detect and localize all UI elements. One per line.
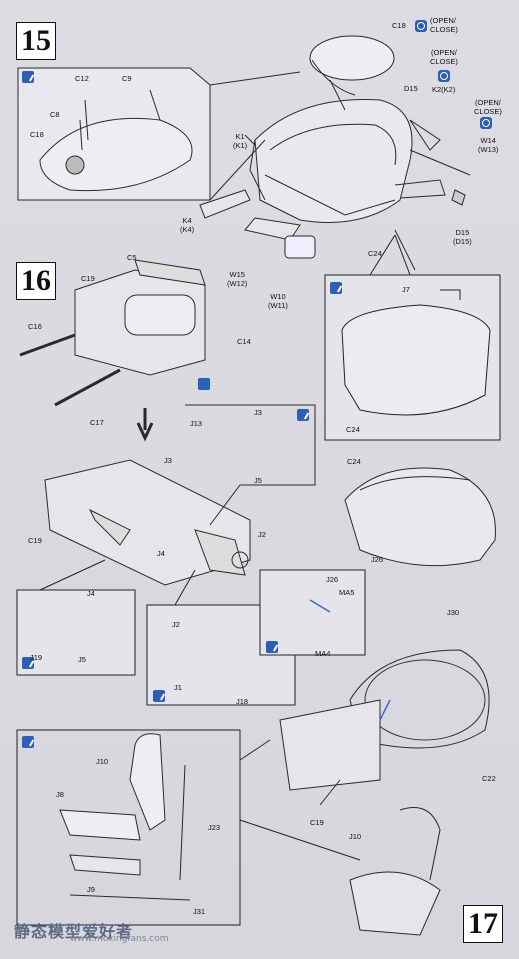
step-number-17: 17: [463, 905, 503, 943]
part-label-c16: C16: [28, 322, 42, 331]
glue-icon: [330, 282, 342, 294]
reference-icon: [198, 378, 210, 390]
part-label-j18: J18: [236, 697, 249, 706]
part-label-j10: J10: [349, 832, 362, 841]
part-label-j7: J7: [402, 285, 410, 294]
part-label-c22: C22: [482, 774, 496, 783]
part-label-j5: J5: [254, 476, 262, 485]
part-label-j2: J2: [258, 530, 266, 539]
part-label-c18: C18: [30, 130, 44, 139]
part-label-j3: J3: [164, 456, 172, 465]
glue-icon: [297, 409, 309, 421]
step-number-15: 15: [16, 22, 56, 60]
part-label-j1: J1: [174, 683, 182, 692]
part-label-j4: J4: [157, 549, 165, 558]
open-close-icon: [415, 20, 427, 32]
part-label-j26: J26: [371, 555, 384, 564]
glue-icon: [22, 657, 34, 669]
turret-hull-drawing: [199, 35, 471, 271]
part-label-d15: D15 (D15): [453, 228, 472, 246]
part-label-c19: C19: [310, 818, 324, 827]
part-label-c24: C24: [346, 425, 360, 434]
part-label-c9: C9: [122, 74, 132, 83]
open-close-icon: [438, 70, 450, 82]
open-close-icon: [480, 117, 492, 129]
part-label-c19: C19: [28, 536, 42, 545]
part-label-w14: W14 (W13): [478, 136, 499, 154]
part-label-w15: W15 (W12): [227, 270, 248, 288]
part-label-j23: J23: [208, 823, 221, 832]
part-label-c19: C19: [81, 274, 95, 283]
watermark-text: 静态模型爱好者: [14, 922, 134, 941]
step-number-16: 16: [16, 262, 56, 300]
part-label-j2: J2: [172, 620, 180, 629]
glue-icon: [22, 736, 34, 748]
part-label-c5: C5: [127, 253, 137, 262]
gun-mount-drawing: [19, 259, 496, 936]
open-close-note: (OPEN/ CLOSE): [430, 16, 458, 34]
part-label-j4: J4: [87, 589, 95, 598]
open-close-note: (OPEN/ CLOSE): [474, 98, 502, 116]
part-label-c18: C18: [392, 21, 406, 30]
part-label-w10: W10 (W11): [268, 292, 288, 310]
seat-inset-drawing: [59, 733, 191, 901]
part-label-c24: C24: [368, 249, 382, 258]
part-label-j9: J9: [87, 885, 95, 894]
part-label-j31: J31: [193, 907, 206, 916]
part-label-k2: K2(K2): [432, 85, 456, 94]
part-label-j30: J30: [447, 608, 460, 617]
glue-icon: [22, 71, 34, 83]
glue-icon: [153, 690, 165, 702]
part-label-j19: J19: [30, 653, 43, 662]
part-label-c17: C17: [90, 418, 104, 427]
part-label-j8: J8: [56, 790, 64, 799]
part-label-c8: C8: [50, 110, 60, 119]
part-label-j5: J5: [78, 655, 86, 664]
part-label-j13: J13: [190, 419, 203, 428]
part-label-ma5: MA5: [339, 588, 355, 597]
part-label-c24: C24: [347, 457, 361, 466]
part-label-j26: J26: [326, 575, 339, 584]
part-label-ma4: MA4: [315, 649, 331, 658]
watermark-url: www.moxingfans.com: [70, 934, 169, 944]
part-label-j3: J3: [254, 408, 262, 417]
part-label-d15: D15: [404, 84, 418, 93]
glue-icon: [266, 641, 278, 653]
part-label-c12: C12: [75, 74, 89, 83]
part-label-j10: J10: [96, 757, 109, 766]
open-close-note: (OPEN/ CLOSE): [430, 48, 458, 66]
part-label-k1: K1 (K1): [233, 132, 248, 150]
hatch-inset-drawing: [17, 67, 301, 201]
part-label-c14: C14: [237, 337, 251, 346]
part-label-k4: K4 (K4): [180, 216, 195, 234]
